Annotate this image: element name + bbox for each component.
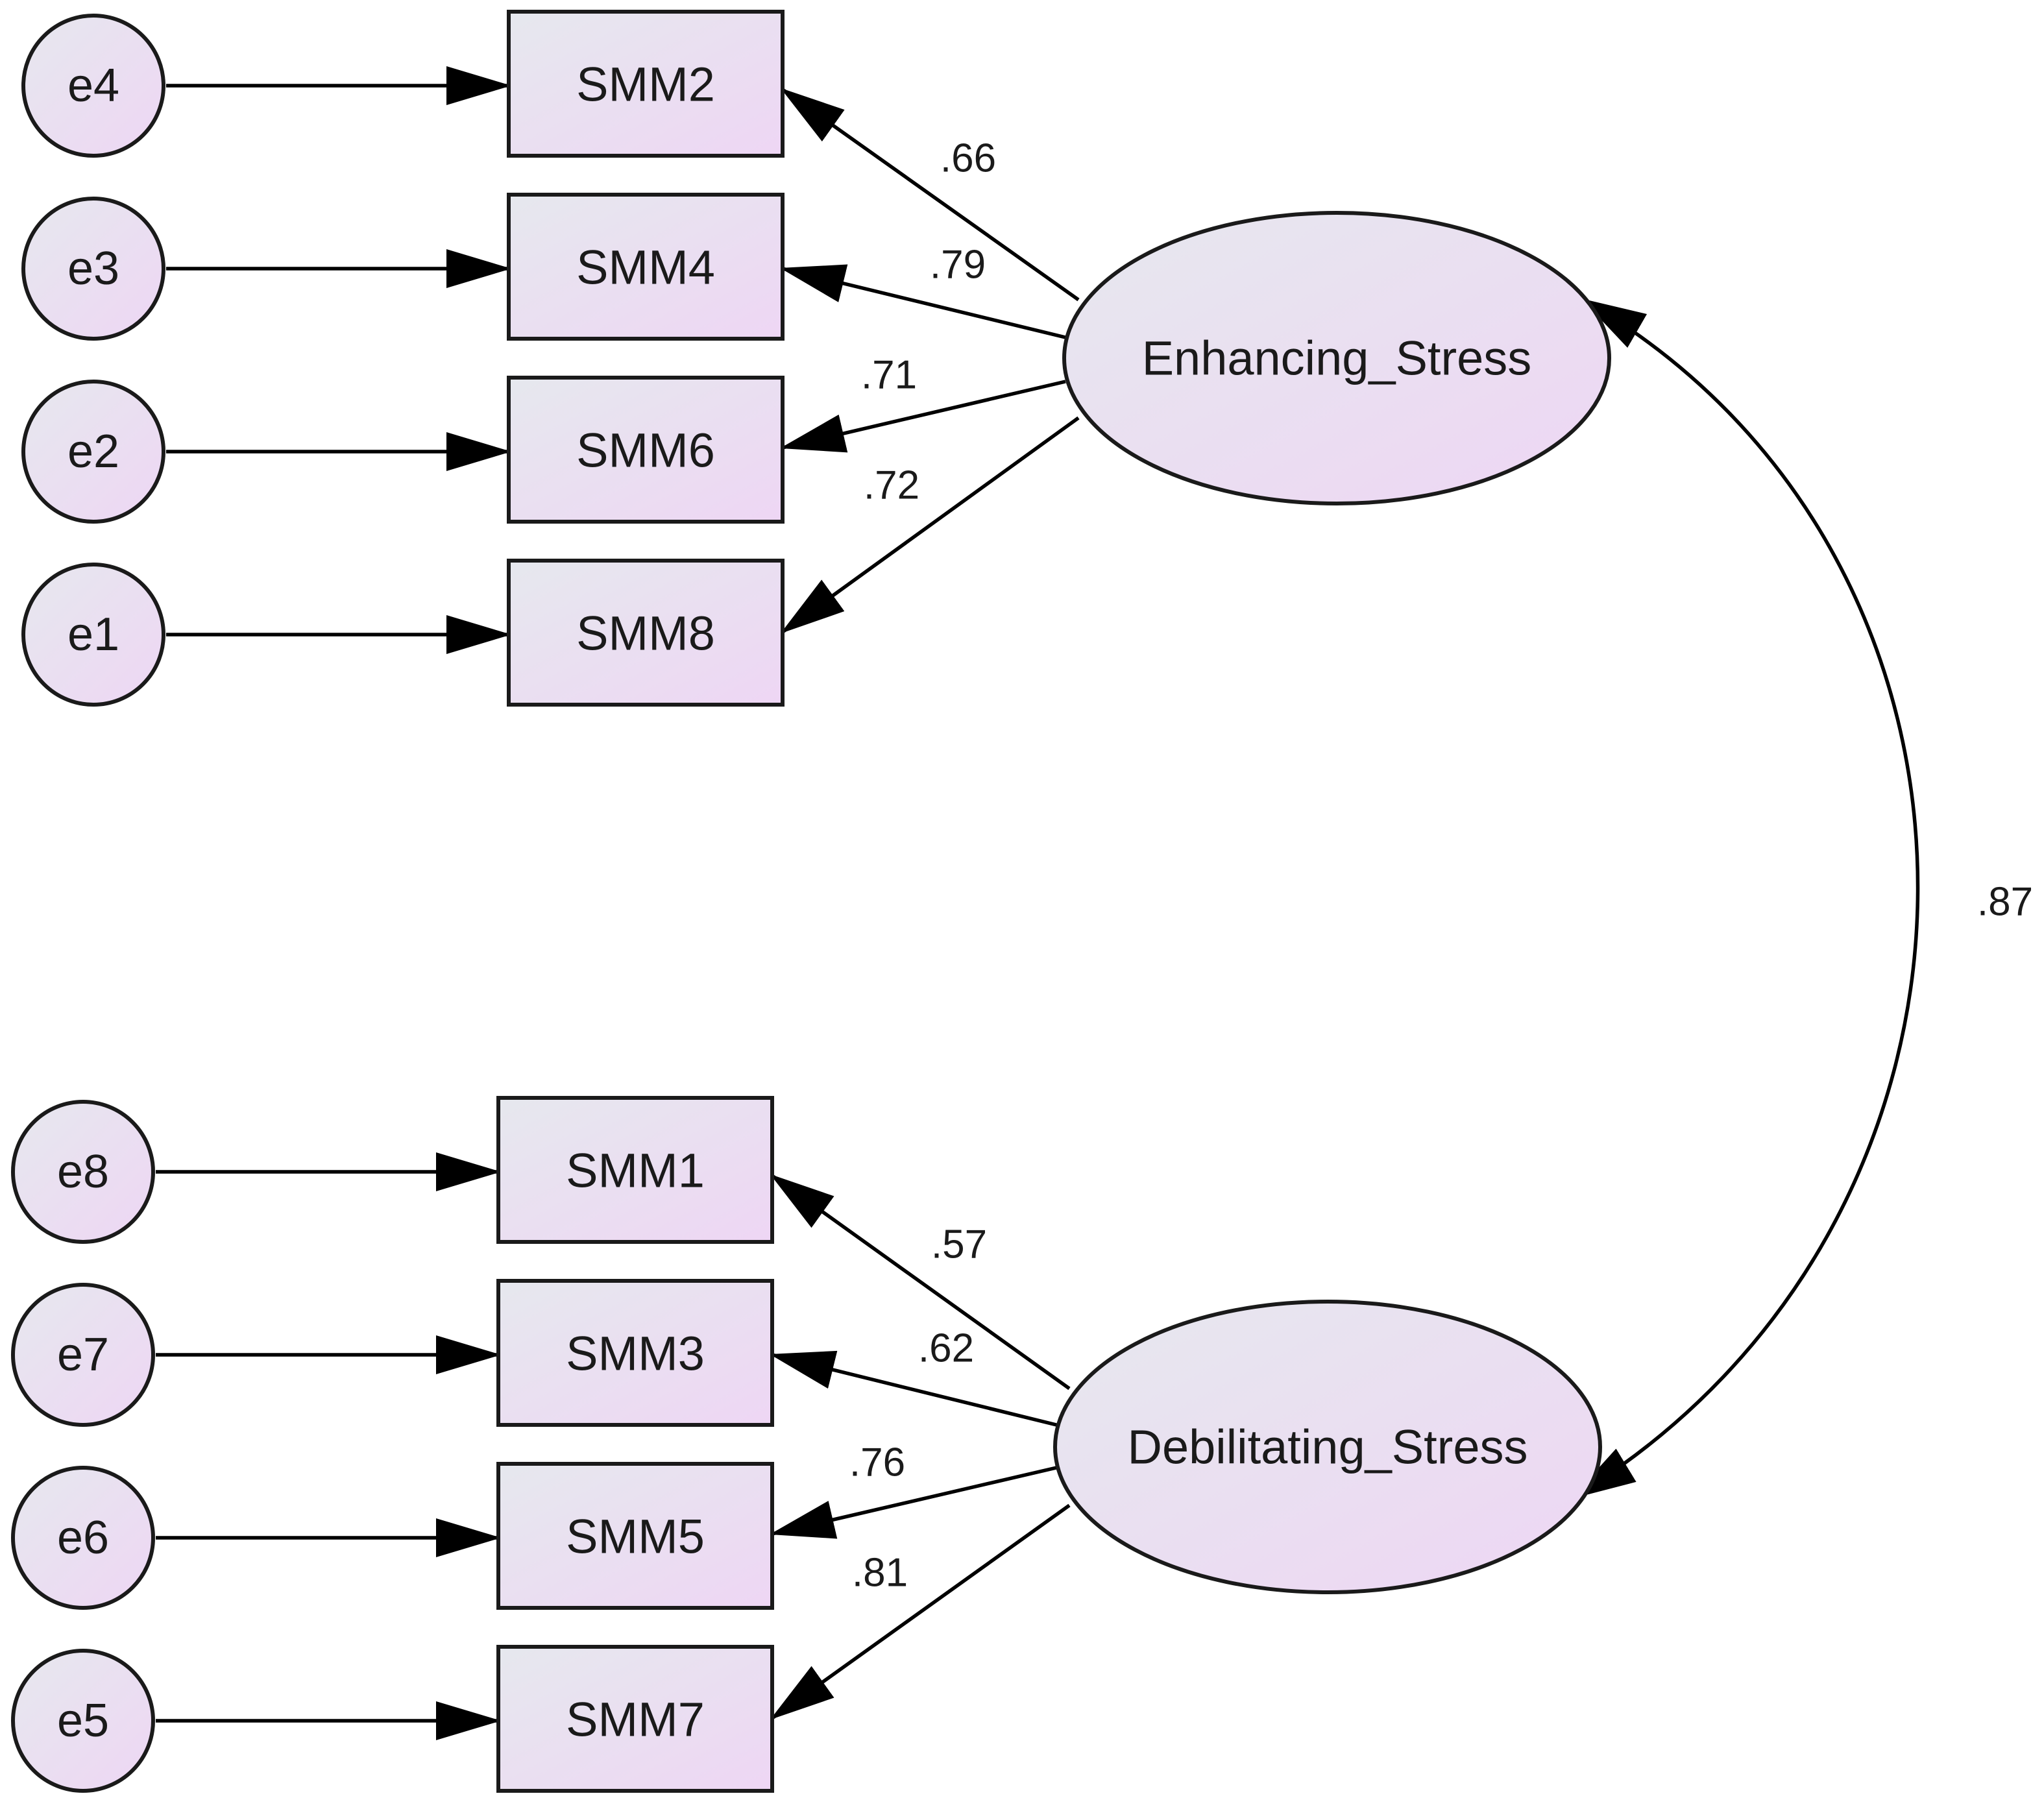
indicator-label: SMM1 bbox=[566, 1144, 705, 1198]
latent-label: Enhancing_Stress bbox=[1142, 332, 1532, 385]
indicator-label: SMM7 bbox=[566, 1693, 705, 1747]
error-node-e2: e2 bbox=[21, 380, 165, 524]
indicator-node-smm4: SMM4 bbox=[507, 193, 785, 341]
indicator-node-smm5: SMM5 bbox=[496, 1462, 774, 1610]
error-label: e4 bbox=[67, 60, 119, 112]
error-node-e5: e5 bbox=[11, 1649, 155, 1793]
loading-path-enhancing-smm2 bbox=[780, 88, 1080, 302]
covariance-label: .87 bbox=[1977, 880, 2033, 925]
loading-path-debilitating-smm7 bbox=[770, 1503, 1071, 1720]
indicator-node-smm7: SMM7 bbox=[496, 1645, 774, 1793]
error-circle bbox=[11, 1466, 155, 1610]
error-label: e8 bbox=[57, 1146, 109, 1198]
error-label: e1 bbox=[67, 609, 119, 661]
latent-node-enhancing-stress: Enhancing_Stress bbox=[1062, 211, 1611, 505]
error-node-e7: e7 bbox=[11, 1283, 155, 1427]
indicator-box bbox=[496, 1279, 774, 1427]
loading-label-smm8: .72 bbox=[864, 463, 919, 508]
latent-label: Debilitating_Stress bbox=[1128, 1420, 1528, 1474]
error-label: e5 bbox=[57, 1695, 109, 1747]
indicator-box bbox=[496, 1462, 774, 1610]
error-circle bbox=[21, 380, 165, 524]
loading-label-smm6: .71 bbox=[861, 353, 917, 398]
error-circle bbox=[11, 1649, 155, 1793]
error-label: e7 bbox=[57, 1329, 109, 1381]
loading-path-debilitating-smm5 bbox=[770, 1466, 1057, 1539]
error-node-e4: e4 bbox=[21, 14, 165, 158]
error-label: e3 bbox=[67, 243, 119, 295]
indicator-node-smm3: SMM3 bbox=[496, 1279, 774, 1427]
indicator-box bbox=[496, 1645, 774, 1793]
indicator-box bbox=[507, 10, 785, 158]
latent-ellipse bbox=[1062, 211, 1611, 505]
indicator-label: SMM3 bbox=[566, 1327, 705, 1381]
indicator-label: SMM5 bbox=[566, 1510, 705, 1564]
error-circle bbox=[21, 14, 165, 158]
indicator-node-smm8: SMM8 bbox=[507, 559, 785, 707]
loading-label-smm1: .57 bbox=[931, 1222, 987, 1267]
indicator-box bbox=[507, 193, 785, 341]
indicator-node-smm6: SMM6 bbox=[507, 376, 785, 524]
loading-path-enhancing-smm4 bbox=[780, 264, 1066, 339]
indicator-label: SMM2 bbox=[576, 58, 715, 112]
indicator-label: SMM8 bbox=[576, 607, 715, 661]
loading-path-enhancing-smm6 bbox=[780, 380, 1066, 453]
indicator-label: SMM6 bbox=[576, 424, 715, 478]
error-node-e1: e1 bbox=[21, 563, 165, 707]
error-circle bbox=[21, 197, 165, 341]
error-node-e6: e6 bbox=[11, 1466, 155, 1610]
error-circle bbox=[11, 1100, 155, 1244]
error-label: e2 bbox=[67, 426, 119, 478]
indicator-label: SMM4 bbox=[576, 241, 715, 295]
loading-label-smm5: .76 bbox=[849, 1440, 905, 1485]
error-circle bbox=[21, 563, 165, 707]
indicator-box bbox=[507, 376, 785, 524]
latent-node-debilitating-stress: Debilitating_Stress bbox=[1053, 1300, 1602, 1594]
indicator-node-smm2: SMM2 bbox=[507, 10, 785, 158]
latent-ellipse bbox=[1053, 1300, 1602, 1594]
loading-path-enhancing-smm8 bbox=[780, 416, 1080, 634]
covariance-curve bbox=[1570, 298, 1920, 1499]
loading-path-debilitating-smm1 bbox=[770, 1174, 1071, 1390]
loading-label-smm7: .81 bbox=[852, 1551, 908, 1596]
indicator-node-smm1: SMM1 bbox=[496, 1096, 774, 1244]
loading-label-smm4: .79 bbox=[930, 243, 986, 287]
loading-label-smm2: .66 bbox=[940, 136, 996, 181]
indicator-box bbox=[507, 559, 785, 707]
indicator-box bbox=[496, 1096, 774, 1244]
error-node-e3: e3 bbox=[21, 197, 165, 341]
error-circle bbox=[11, 1283, 155, 1427]
error-node-e8: e8 bbox=[11, 1100, 155, 1244]
loading-path-debilitating-smm3 bbox=[770, 1350, 1057, 1427]
error-label: e6 bbox=[57, 1512, 109, 1564]
loading-label-smm3: .62 bbox=[918, 1326, 974, 1371]
